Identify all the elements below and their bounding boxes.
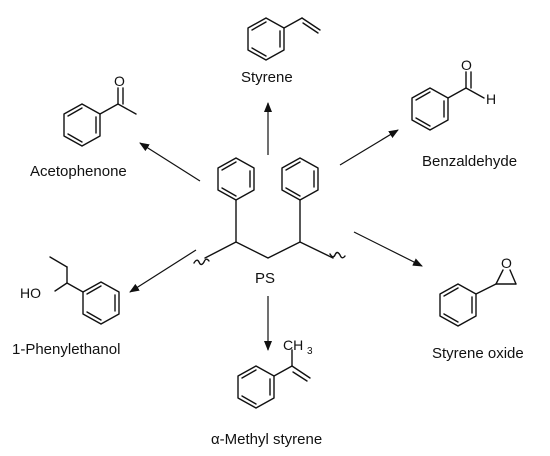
polystyrene-structure: PS bbox=[193, 157, 346, 287]
benzaldehyde-label: Benzaldehyde bbox=[422, 153, 517, 170]
methyl-styrene-molecule: CH 3 α-Methyl styrene bbox=[211, 337, 322, 448]
phenylethanol-hydroxyl: HO bbox=[20, 285, 41, 301]
methyl-styrene-label: α-Methyl styrene bbox=[211, 431, 322, 448]
polymer-backbone bbox=[193, 199, 346, 266]
wavy-bond-right bbox=[329, 251, 346, 259]
acetophenone-label: Acetophenone bbox=[30, 163, 127, 180]
reaction-arrows bbox=[129, 102, 423, 351]
styrene-oxide-label: Styrene oxide bbox=[432, 345, 524, 362]
benzaldehyde-molecule: O H Benzaldehyde bbox=[411, 57, 517, 170]
styrene-molecule: Styrene bbox=[241, 17, 321, 86]
styrene-oxide-molecule: O Styrene oxide bbox=[432, 255, 524, 362]
phenylethanol-molecule: HO 1-Phenylethanol bbox=[12, 256, 120, 358]
arrow-to-styrene-oxide bbox=[353, 231, 423, 267]
acetophenone-molecule: O Acetophenone bbox=[30, 73, 137, 180]
benzaldehyde-oxygen: O bbox=[461, 57, 472, 73]
acetophenone-oxygen: O bbox=[114, 73, 125, 89]
phenylethanol-label: 1-Phenylethanol bbox=[12, 341, 120, 358]
arrow-to-acetophenone bbox=[139, 142, 201, 182]
wavy-bond-left bbox=[193, 258, 210, 266]
phenyl-ring-right bbox=[281, 157, 319, 201]
styrene-oxide-oxygen: O bbox=[501, 255, 512, 271]
methyl-group-ch: CH bbox=[283, 337, 303, 353]
methyl-group-subscript: 3 bbox=[307, 346, 313, 357]
phenyl-ring-left bbox=[217, 157, 255, 201]
benzaldehyde-hydrogen: H bbox=[486, 91, 496, 107]
center-label: PS bbox=[255, 270, 275, 287]
arrow-to-phenylethanol bbox=[129, 249, 197, 293]
arrow-to-benzaldehyde bbox=[339, 129, 399, 166]
styrene-label: Styrene bbox=[241, 69, 293, 86]
